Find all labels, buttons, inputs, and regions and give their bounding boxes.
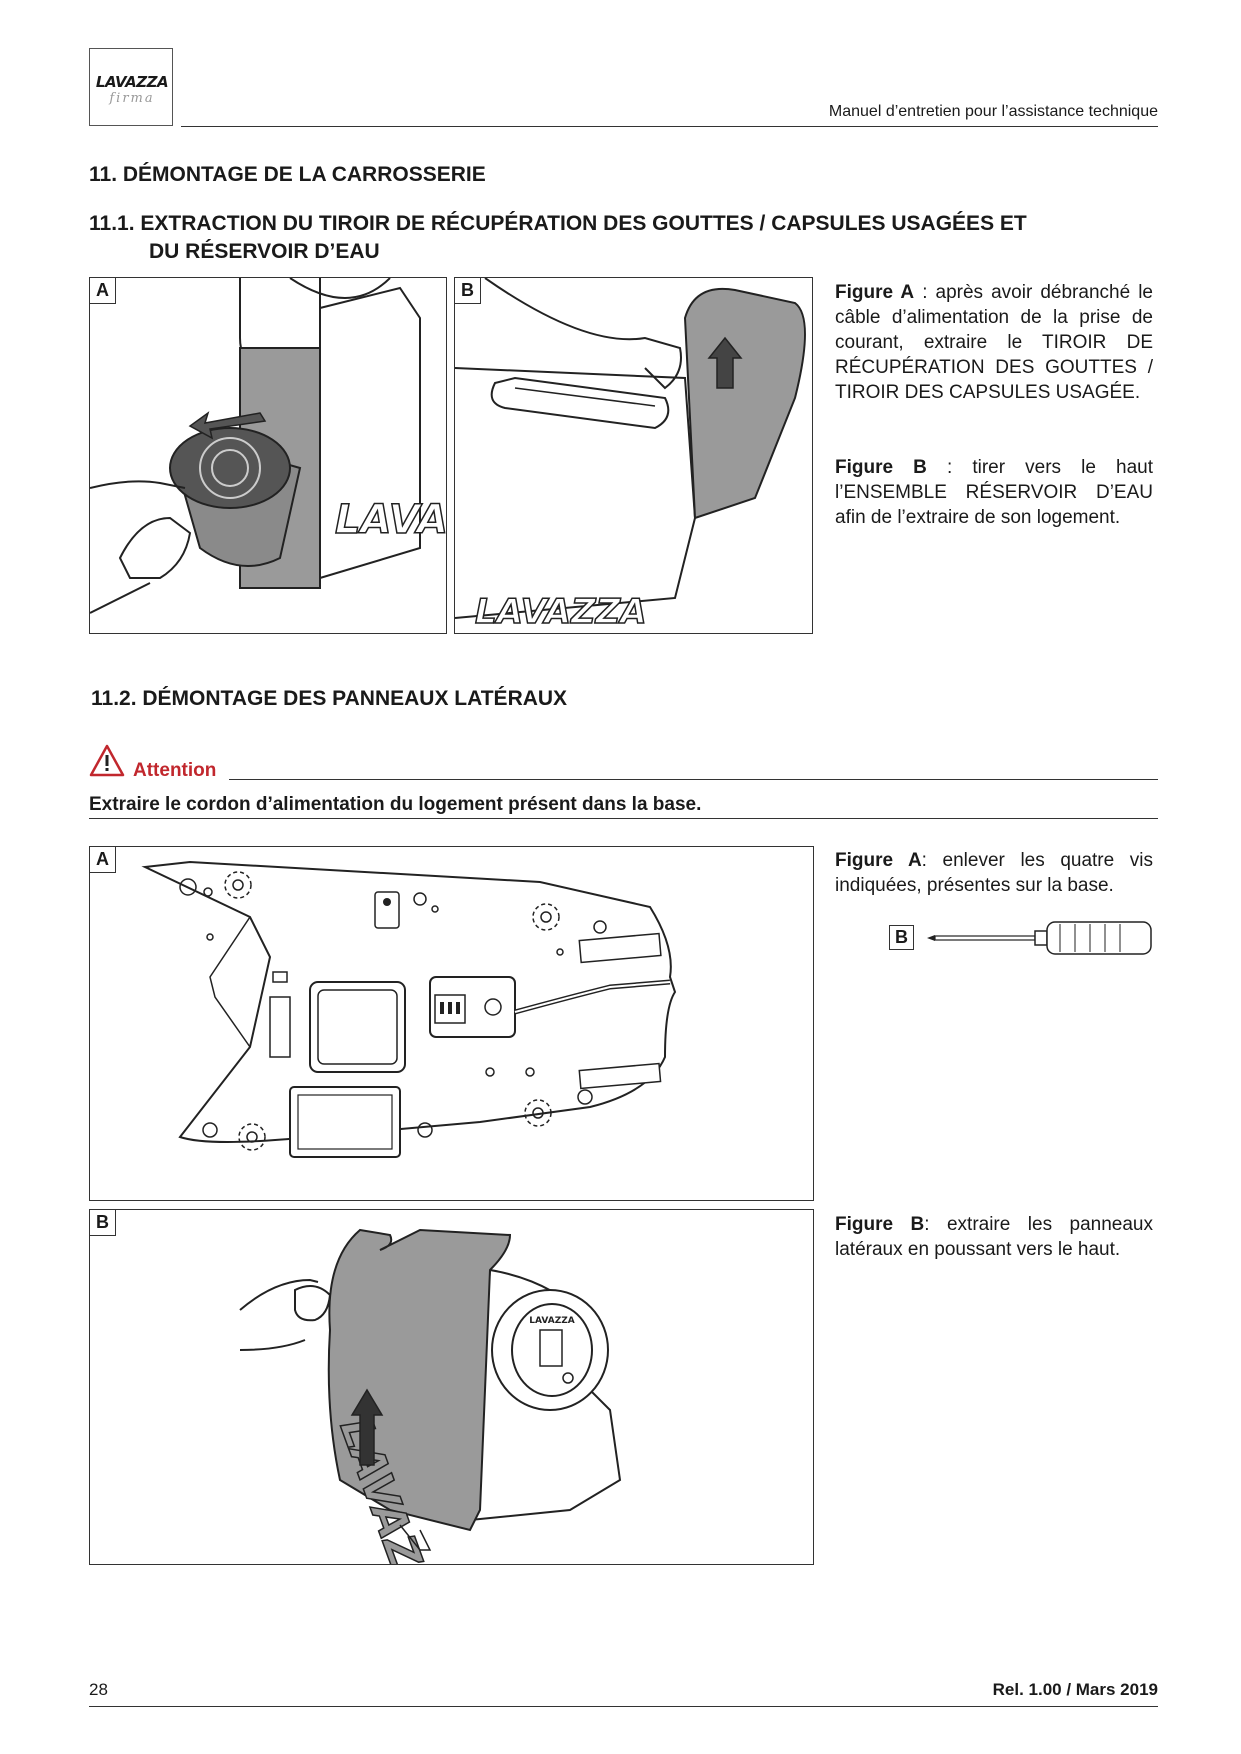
figure-a-text: : après avoir débranché le câble d’alime… <box>835 282 1154 403</box>
page-number: 28 <box>89 1680 108 1699</box>
figure-11-1-a: LAVA A <box>89 277 447 634</box>
header-divider <box>181 126 1158 127</box>
water-tank-illustration: LAVAZZA <box>455 278 806 633</box>
subsection-title-11-2: 11.2. DÉMONTAGE DES PANNEAUX LATÉRAUX <box>91 687 568 710</box>
figure-a-2-label: Figure A <box>835 850 922 871</box>
manual-title: Manuel d’entretien pour l’assistance tec… <box>828 103 1158 120</box>
base-screws-illustration <box>141 860 677 1158</box>
brand-lettering: LAVA <box>335 497 447 543</box>
attention-title: Attention <box>133 760 217 781</box>
section-title: 11. DÉMONTAGE DE LA CARROSSERIE <box>89 163 486 186</box>
subsection-title-line1: 11.1. EXTRACTION DU TIROIR DE RÉCUPÉRATI… <box>89 212 1027 235</box>
logo-wordmark: LAVAZZA <box>95 73 169 91</box>
warning-icon <box>89 744 125 777</box>
figure-a-2-text: : enlever les quatre vis indiquées, prés… <box>835 850 1154 896</box>
logo-sub: firma <box>109 91 155 106</box>
lavazza-logo: LAVAZZA firma <box>89 48 173 126</box>
screw-marker <box>238 1123 266 1151</box>
figure-11-2-b: LAVAZZA LAVAZZA B <box>89 1209 814 1565</box>
figure-label-b: B <box>455 278 481 304</box>
figure-b-2-label: Figure B <box>835 1214 925 1235</box>
screw-marker <box>224 871 252 899</box>
up-arrow-icon <box>350 1388 384 1466</box>
screwdriver-icon <box>927 921 1152 955</box>
machine-logo: LAVAZZA <box>529 1316 574 1326</box>
figure-a-label: Figure A <box>835 282 915 303</box>
figure-b-text: : tirer vers le haut l’ENSEMBLE RÉSERVOI… <box>835 457 1153 528</box>
figure-a-description: Figure A : après avoir débranché le câbl… <box>835 280 1153 405</box>
tool-label: B <box>889 925 914 950</box>
figure-b-label: Figure B <box>835 457 927 478</box>
pull-arrow-icon <box>188 411 267 440</box>
footer-divider <box>89 1706 1158 1707</box>
drip-tray-illustration: LAVA <box>90 278 447 614</box>
figure-label-b: B <box>90 1210 116 1236</box>
screw-marker <box>524 1099 552 1127</box>
subsection-title-11-1: 11.1. EXTRACTION DU TIROIR DE RÉCUPÉRATI… <box>89 210 1149 266</box>
figure-11-1-b: LAVAZZA B <box>454 277 813 634</box>
attention-banner: Attention <box>89 744 1158 784</box>
figure-b-2-description: Figure B: extraire les panneaux latéraux… <box>835 1212 1153 1262</box>
brand-lettering: LAVAZZA <box>475 592 647 632</box>
figure-11-2-a: A <box>89 846 814 1201</box>
attention-bottom-rule <box>89 818 1158 819</box>
screw-marker <box>532 903 560 931</box>
figure-b-description: Figure B : tirer vers le haut l’ENSEMBLE… <box>835 455 1153 530</box>
attention-message: Extraire le cordon d’alimentation du log… <box>89 794 702 815</box>
subsection-title-line2: DU RÉSERVOIR D’EAU <box>149 240 380 263</box>
release-info: Rel. 1.00 / Mars 2019 <box>992 1680 1158 1699</box>
figure-a-2-description: Figure A: enlever les quatre vis indiqué… <box>835 848 1153 898</box>
attention-rule <box>229 779 1158 780</box>
figure-label-a: A <box>90 278 116 304</box>
side-panel-illustration: LAVAZZA LAVAZZA <box>239 1228 622 1564</box>
figure-label-a: A <box>90 847 116 873</box>
figure-b-2-text: : extraire les panneaux latéraux en pous… <box>835 1214 1153 1260</box>
up-arrow-icon <box>707 336 743 389</box>
